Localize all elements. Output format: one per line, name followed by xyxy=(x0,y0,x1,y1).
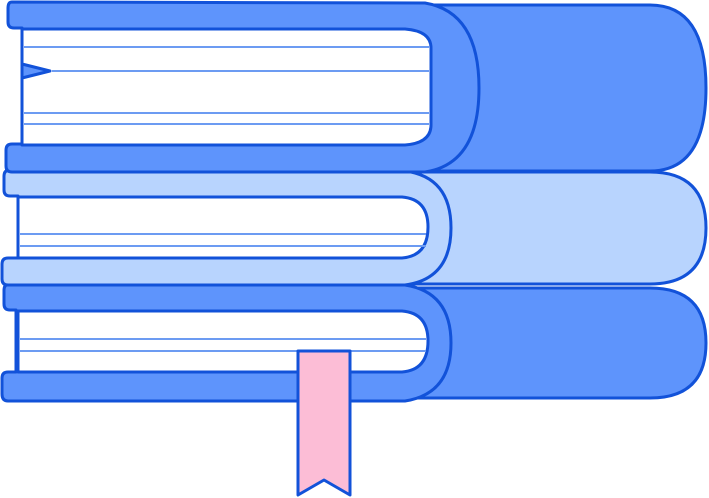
book-middle-pages xyxy=(16,195,430,260)
book-top xyxy=(4,0,708,174)
book-bottom-page-lines xyxy=(20,338,426,352)
book-middle-page-lines xyxy=(20,233,426,247)
book-top-pages xyxy=(20,27,433,147)
book-bottom-spine xyxy=(398,286,708,400)
bookmark-ribbon xyxy=(296,349,352,497)
book-middle xyxy=(0,168,708,287)
book-middle-spine xyxy=(398,170,708,286)
book-top-spine xyxy=(418,3,708,173)
book-bottom-pages xyxy=(16,309,430,374)
book-bottom xyxy=(0,282,708,403)
book-top-page-lines xyxy=(24,46,429,125)
